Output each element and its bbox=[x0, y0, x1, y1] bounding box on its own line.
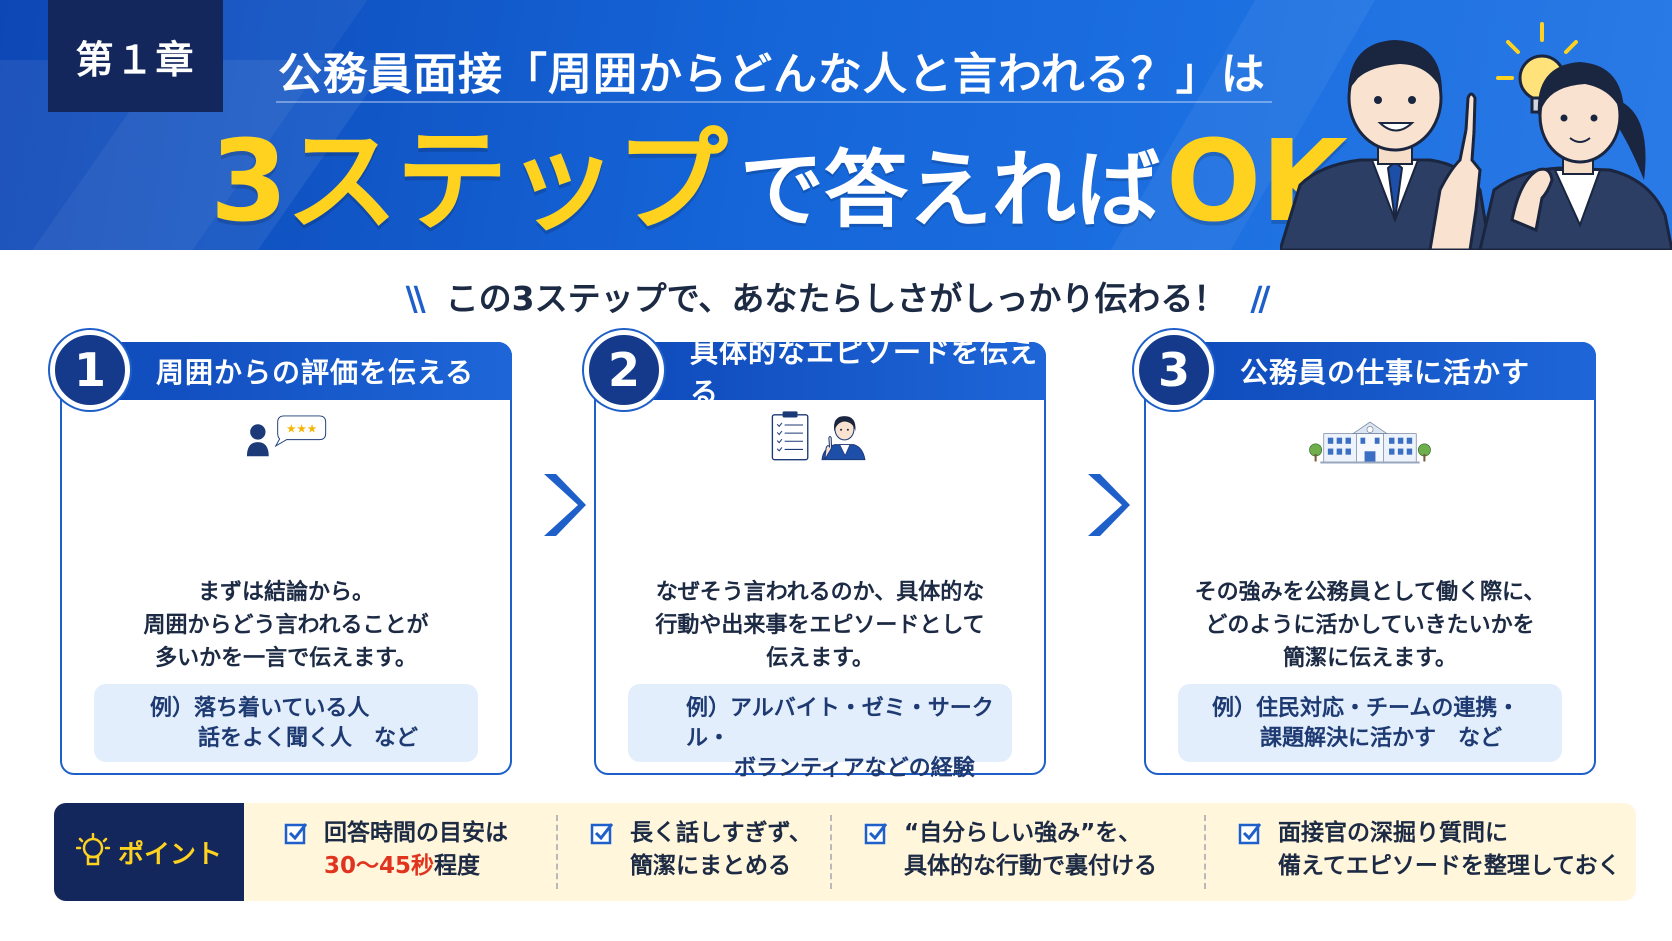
point-text: 簡潔にまとめる bbox=[630, 853, 791, 879]
business-people-illustration-icon bbox=[1280, 22, 1672, 250]
chapter-label: 第１章 bbox=[48, 0, 223, 112]
point-text: 具体的な行動で裏付ける bbox=[904, 853, 1157, 879]
checkbox-checked-icon bbox=[284, 823, 308, 845]
desc-line: 行動や出来事をエピソードとして bbox=[655, 613, 985, 638]
subtitle-left-mark: \\ bbox=[405, 279, 426, 318]
chevron-right-icon bbox=[544, 474, 586, 536]
clipboard-checklist-and-woman-icon bbox=[771, 411, 866, 461]
checkbox-checked-icon bbox=[1238, 823, 1262, 845]
step-example-2: 例）アルバイト・ゼミ・サークル・ ボランティアなどの経験 bbox=[628, 684, 1012, 781]
title-middle: で答えれば bbox=[739, 141, 1160, 239]
desc-line: 伝えます。 bbox=[766, 646, 874, 671]
point-highlight: 30〜45秒 bbox=[324, 853, 435, 879]
dashed-divider bbox=[830, 815, 832, 889]
lightbulb-icon bbox=[75, 833, 110, 866]
subtitle-text: この3ステップで、あなたらしさがしっかり伝わる！ bbox=[445, 279, 1227, 318]
title-divider bbox=[276, 101, 1272, 103]
point-text: “自分らしい強み”を、 bbox=[904, 820, 1142, 846]
desc-line: 簡潔に伝えます。 bbox=[1283, 646, 1457, 671]
example-line: 例）落ち着いている人 bbox=[150, 696, 370, 721]
svg-text:★★★: ★★★ bbox=[286, 422, 317, 436]
step-card-3: 公務員の仕事に活かす 3 その強みを公務員として働く際に、 どのように活かしてい… bbox=[1134, 330, 1596, 775]
checkbox-checked-icon bbox=[864, 823, 888, 845]
point-text: 程度 bbox=[434, 853, 481, 879]
subtitle-right-mark: // bbox=[1250, 279, 1270, 318]
desc-line: まずは結論から。 bbox=[197, 580, 374, 605]
point-text: 面接官の深掘り質問に bbox=[1278, 820, 1508, 846]
step-example-1: 例）落ち着いている人 話をよく聞く人 など bbox=[94, 684, 478, 762]
point-text: 長く話しすぎず、 bbox=[630, 820, 812, 846]
dashed-divider bbox=[556, 815, 558, 889]
step-card-2: 具体的なエピソードを伝える 2 なぜそう言われるのか、具体的な 行動や出来事をエ… bbox=[584, 330, 1046, 781]
person-speech-bubble-stars-icon: ★★★ bbox=[246, 415, 327, 457]
step-description-2: なぜそう言われるのか、具体的な 行動や出来事をエピソードとして 伝えます。 bbox=[606, 576, 1034, 675]
step-description-3: その強みを公務員として働く際に、 どのように活かしていきたいかを 簡潔に伝えます… bbox=[1156, 576, 1584, 675]
checkbox-checked-icon bbox=[590, 823, 614, 845]
page-title-line2: 3ステップ で答えれば OK bbox=[210, 108, 1348, 238]
point-label: ポイント bbox=[54, 803, 244, 901]
government-building-icon bbox=[1309, 421, 1431, 464]
woman-figure-icon bbox=[1478, 62, 1672, 250]
chevron-right-icon bbox=[1088, 474, 1130, 536]
point-label-text: ポイント bbox=[117, 839, 222, 870]
dashed-divider bbox=[1204, 815, 1206, 889]
header-banner: 第１章 公務員面接「周囲からどんな人と言われる？」は 3ステップ で答えれば O… bbox=[0, 0, 1672, 250]
point-text: 回答時間の目安は bbox=[324, 820, 508, 846]
point-text: 備えてエピソードを整理しておく bbox=[1278, 853, 1621, 879]
point-bar: ポイント 回答時間の目安は 30〜45秒程度 長く話しすぎず、 簡潔にまとめる … bbox=[54, 803, 1636, 901]
subtitle: \\ この3ステップで、あなたらしさがしっかり伝わる！ // bbox=[0, 272, 1672, 320]
example-line: 例）住民対応・チームの連携・ bbox=[1212, 696, 1520, 721]
step-number-2: 2 bbox=[584, 330, 664, 410]
desc-line: なぜそう言われるのか、具体的な bbox=[655, 580, 985, 605]
example-line: 話をよく聞く人 など bbox=[198, 726, 419, 751]
example-line: ボランティアなどの経験 bbox=[734, 756, 975, 781]
step-example-3: 例）住民対応・チームの連携・ 課題解決に活かす など bbox=[1178, 684, 1562, 762]
step-number-1: 1 bbox=[50, 330, 130, 410]
man-figure-icon bbox=[1280, 40, 1492, 250]
desc-line: 周囲からどう言われることが bbox=[143, 613, 429, 638]
page-title-line1: 公務員面接「周囲からどんな人と言われる？」は bbox=[278, 49, 1266, 100]
desc-line: どのように活かしていきたいかを bbox=[1205, 613, 1535, 638]
step-card-1: 周囲からの評価を伝える 1 ★★★ まずは結論から。 周囲からどう言われることが… bbox=[50, 330, 512, 775]
step-description-1: まずは結論から。 周囲からどう言われることが 多いかを一言で伝えます。 bbox=[72, 576, 500, 675]
step-heading-2: 具体的なエピソードを伝える bbox=[594, 336, 1046, 409]
step-number-3: 3 bbox=[1134, 330, 1214, 410]
example-line: 課題解決に活かす など bbox=[1260, 726, 1503, 751]
title-highlight: 3ステップ bbox=[210, 117, 728, 247]
desc-line: 多いかを一言で伝えます。 bbox=[155, 646, 417, 671]
example-line: 例）アルバイト・ゼミ・サークル・ bbox=[686, 696, 994, 751]
desc-line: その強みを公務員として働く際に、 bbox=[1194, 580, 1546, 605]
step-heading-1: 周囲からの評価を伝える bbox=[60, 342, 512, 400]
step-heading-3: 公務員の仕事に活かす bbox=[1144, 342, 1596, 400]
